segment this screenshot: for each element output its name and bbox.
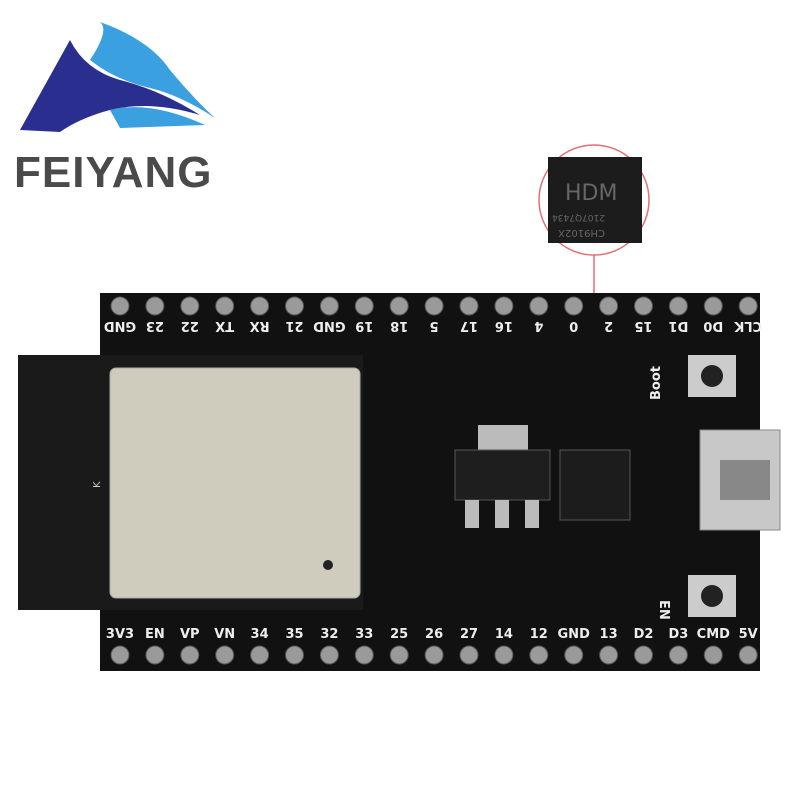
header-pin (494, 645, 514, 665)
header-pin (703, 645, 723, 665)
brand-logo-text: FEIYANG (14, 148, 213, 197)
header-pin (668, 645, 688, 665)
pin-label: 14 (495, 627, 513, 642)
pin-label: 0 (569, 318, 578, 333)
pin-label: 5 (430, 318, 439, 333)
pin-label: 16 (495, 318, 513, 333)
pin-label: 2 (604, 318, 613, 333)
header-pin (564, 296, 584, 316)
header-pin (354, 645, 374, 665)
pin-label: 3V3 (106, 627, 134, 642)
header-pin (285, 645, 304, 665)
chip-logo: HDM (565, 181, 617, 206)
pin-label: 19 (355, 318, 373, 333)
pin-label: 23 (146, 318, 164, 333)
header-pin (459, 296, 479, 316)
pin-label: 35 (285, 627, 303, 642)
header-pin (354, 296, 374, 316)
svg-text:K: K (92, 481, 103, 488)
pin-label: 26 (425, 627, 443, 642)
pin-label: GND (104, 318, 137, 333)
header-pin (110, 296, 130, 316)
header-pin (110, 645, 130, 665)
header-pin (668, 296, 688, 316)
header-pin (424, 296, 444, 316)
header-pin (564, 645, 584, 665)
pin-label: 34 (251, 627, 269, 642)
micro-usb-port[interactable] (699, 429, 781, 531)
header-pin (424, 645, 444, 665)
header-pin (145, 296, 165, 316)
en-button[interactable] (688, 575, 736, 617)
header-pin (529, 645, 549, 665)
pin-label: 27 (460, 627, 478, 642)
pin-label: D3 (668, 627, 688, 642)
header-pin (319, 296, 339, 316)
header-pin (459, 645, 479, 665)
header-pin (215, 296, 235, 316)
pin-label: D0 (703, 318, 723, 333)
usb-chip (559, 449, 631, 521)
pin-label: 15 (634, 318, 652, 333)
en-label: EN (656, 600, 671, 620)
header-pin (599, 296, 619, 316)
pin-label: D2 (634, 627, 654, 642)
boot-label: Boot (649, 366, 664, 400)
chip-lot: 2107Q7434 (552, 212, 605, 222)
pin-label: 22 (181, 318, 199, 333)
header-pin (319, 645, 339, 665)
pin-label: 18 (390, 318, 408, 333)
pin-label: 17 (460, 318, 478, 333)
regulator (454, 425, 551, 528)
pin-label: TX (215, 318, 234, 333)
header-pin (703, 296, 723, 316)
boot-button[interactable] (688, 355, 736, 397)
pin-label: 12 (530, 627, 548, 642)
pin-label: 13 (600, 627, 618, 642)
header-pin (250, 645, 270, 665)
header-pin (389, 645, 409, 665)
brand-logo-icon (20, 22, 215, 132)
pin-label: CLK (733, 318, 762, 333)
pin-label: EN (145, 627, 165, 642)
pin-label: 4 (534, 318, 543, 333)
header-pin (634, 645, 653, 665)
header-pin (738, 645, 758, 665)
header-pin (738, 296, 758, 316)
header-pin (180, 296, 200, 316)
pin-label: 5V (739, 627, 758, 642)
header-pin (389, 296, 409, 316)
header-pin (494, 296, 514, 316)
pin-label: GND (313, 318, 346, 333)
header-pin (250, 296, 270, 316)
pin-label: RX (250, 318, 270, 333)
pin-label: 33 (355, 627, 373, 642)
header-pin (145, 645, 165, 665)
pin-label: VP (180, 627, 200, 642)
pin-label: 21 (285, 318, 303, 333)
pin-label: 25 (390, 627, 408, 642)
header-pin (529, 296, 549, 316)
pin-label: GND (558, 627, 591, 642)
header-pin (599, 645, 619, 665)
pin-label: CMD (697, 627, 730, 642)
wifi-module: K (18, 355, 363, 610)
pin-label: 32 (320, 627, 338, 642)
header-pin (180, 645, 200, 665)
header-pin (215, 645, 235, 665)
header-pin (285, 296, 304, 316)
header-pin (634, 296, 653, 316)
pin-label: D1 (668, 318, 688, 333)
pin-label: VN (214, 627, 235, 642)
chip-part: CH9102X (558, 227, 605, 238)
